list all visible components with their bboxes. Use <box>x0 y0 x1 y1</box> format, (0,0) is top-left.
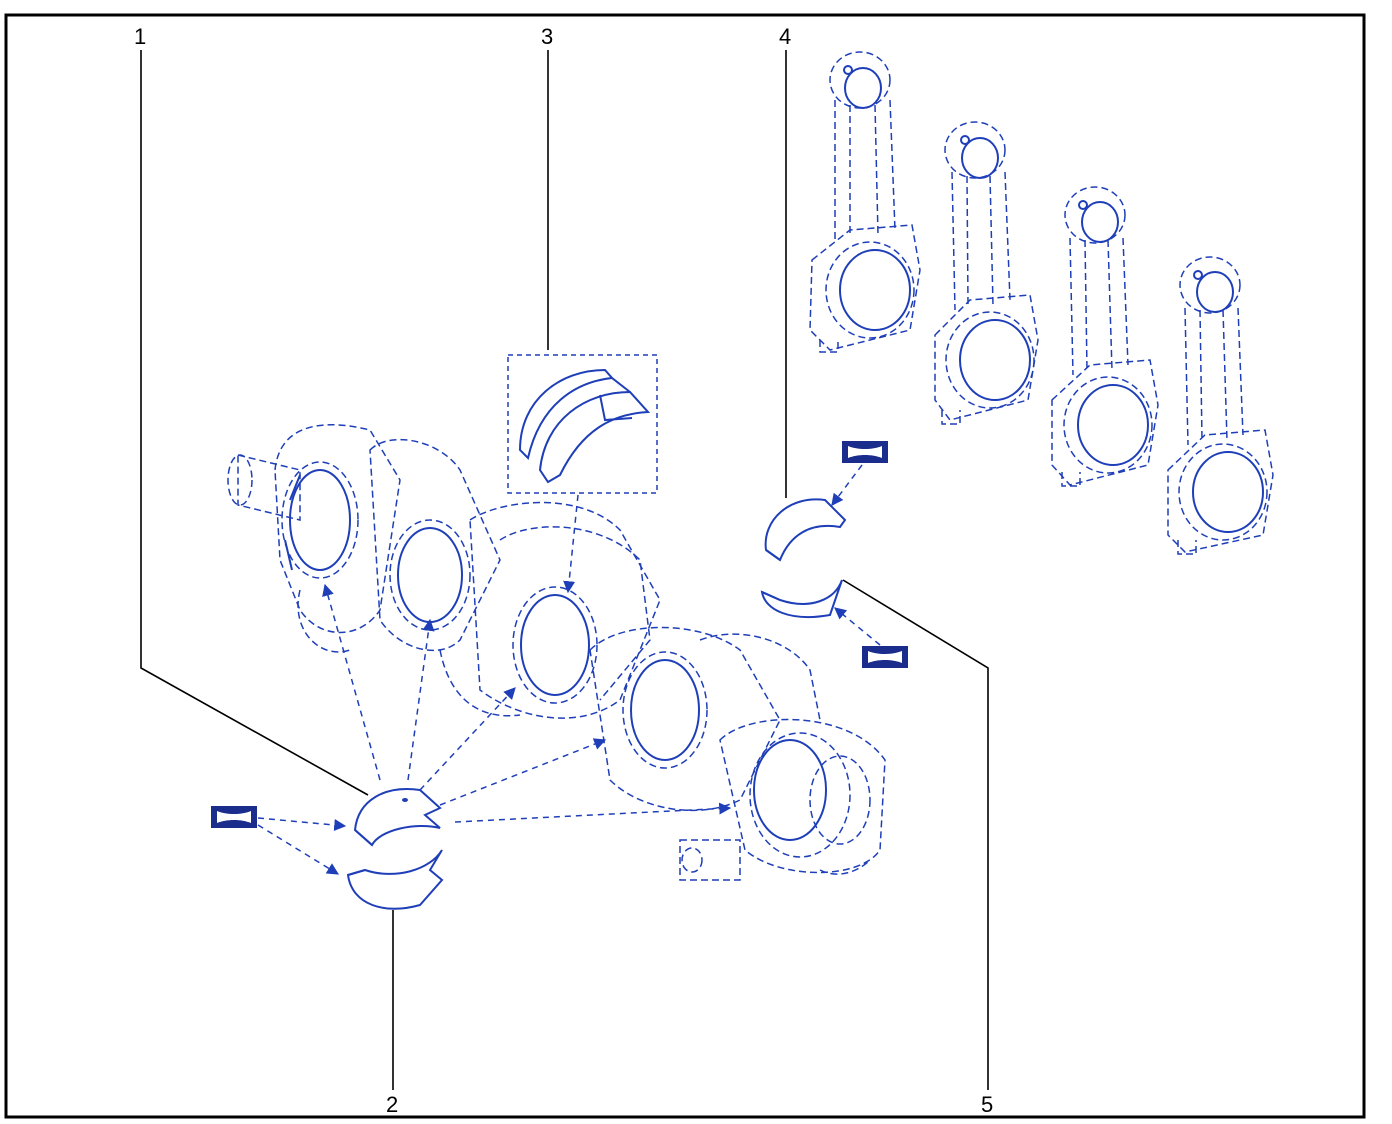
crankshaft-ghost <box>227 424 886 881</box>
leader-lines <box>140 50 989 1090</box>
lubricant-symbol-icon <box>842 441 888 463</box>
thrust-washer-detail <box>507 354 658 494</box>
callout-2: 2 <box>386 1092 398 1117</box>
connecting-rod-2 <box>934 121 1039 425</box>
connecting-rods <box>809 51 1274 555</box>
connecting-rod-4 <box>1167 256 1274 555</box>
lubricant-symbol-icon <box>211 806 257 828</box>
callout-4: 4 <box>779 24 791 49</box>
callout-3: 3 <box>541 24 553 49</box>
callout-1: 1 <box>134 24 146 49</box>
assembly-arrows <box>257 464 881 875</box>
connecting-rod-1 <box>809 51 921 353</box>
main-bearing-shells <box>346 788 444 910</box>
diagram-frame <box>4 13 1366 1119</box>
lubricant-symbol-icon <box>862 646 908 668</box>
callout-5: 5 <box>981 1092 993 1117</box>
connecting-rod-3 <box>1051 186 1159 487</box>
rod-bearing-shells <box>760 498 847 619</box>
